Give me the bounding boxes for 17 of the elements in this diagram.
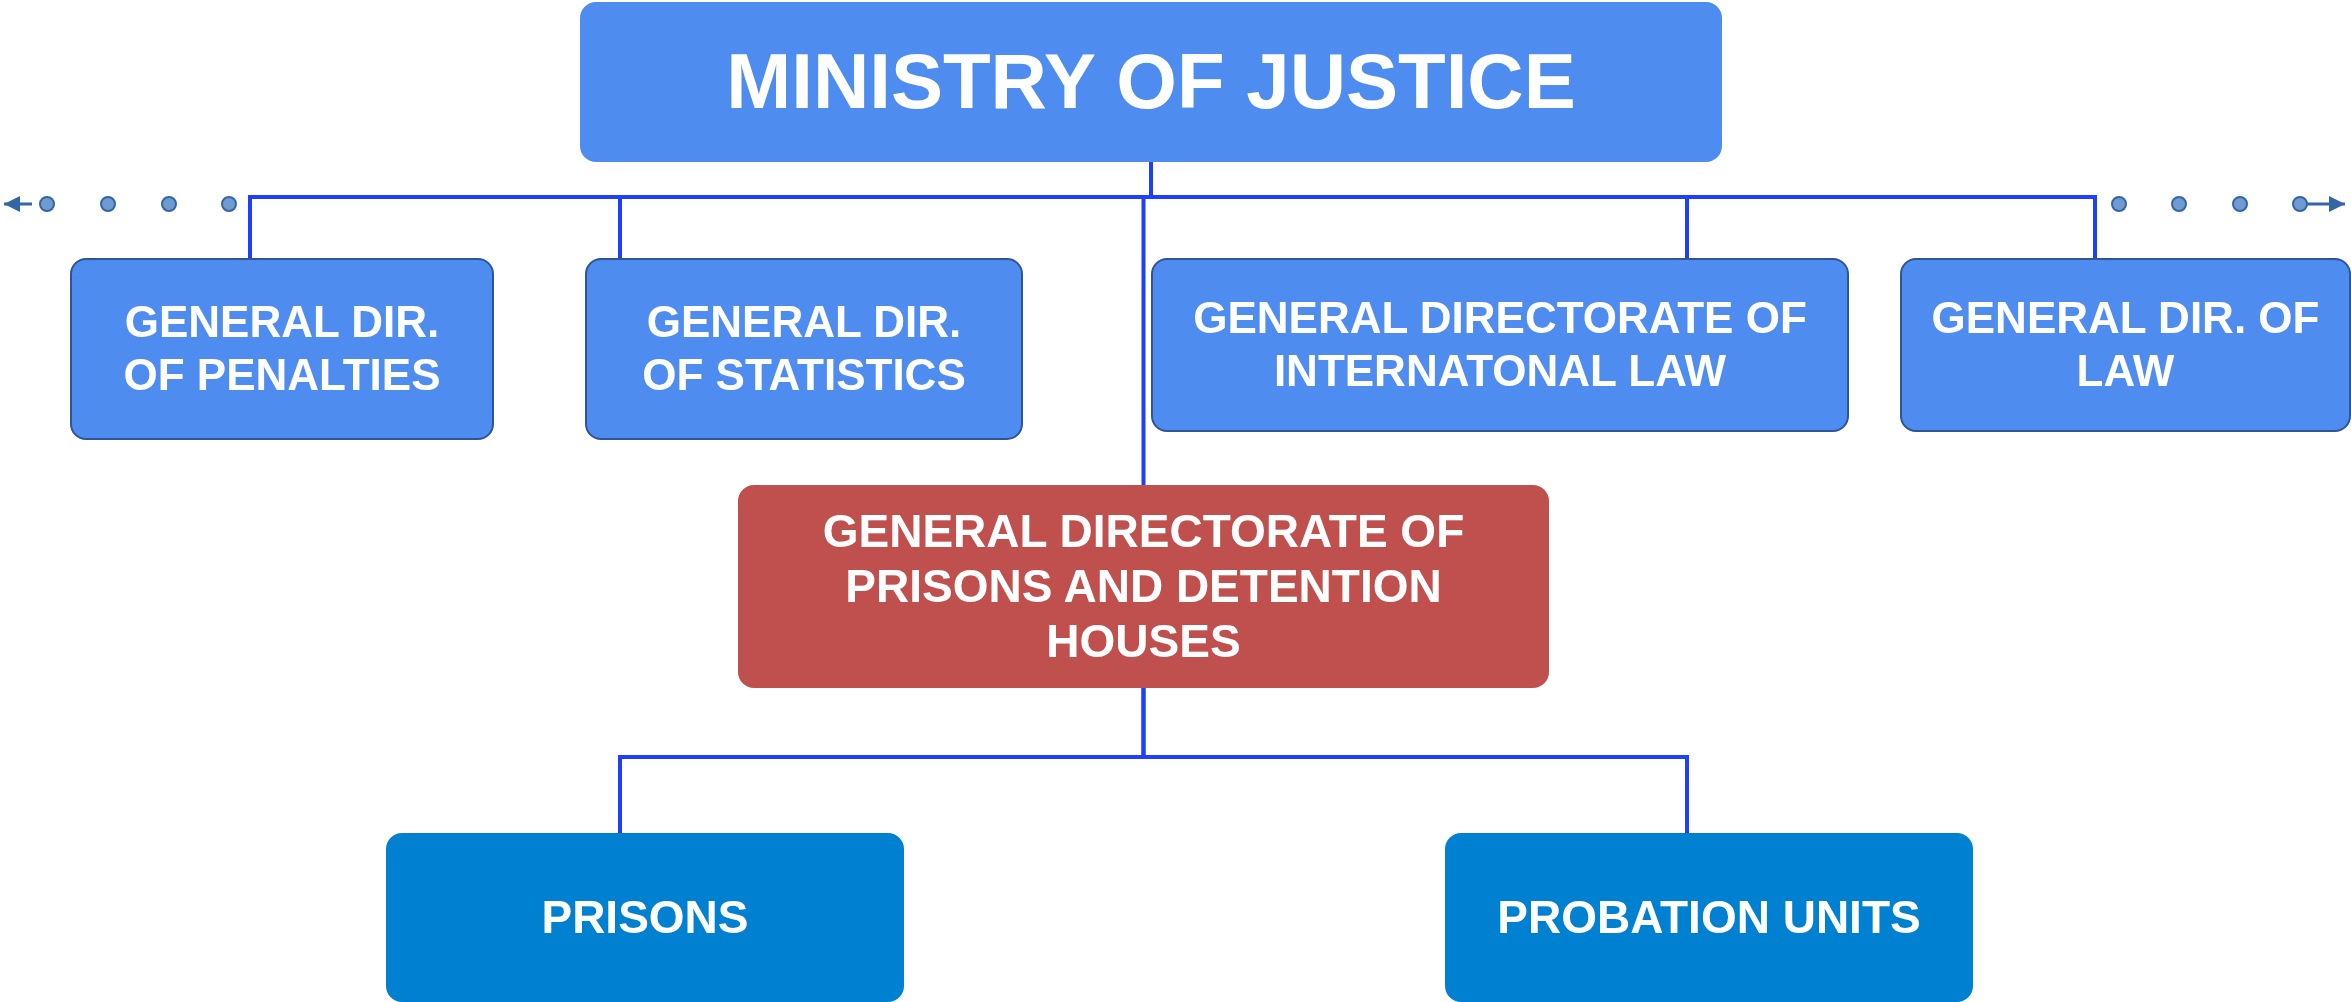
- box-label: MINISTRY OF JUSTICE: [726, 36, 1576, 128]
- box-label: PRISONS: [541, 889, 749, 945]
- directorate-box: [1900, 258, 2351, 432]
- unit-box: [1445, 833, 1973, 1002]
- directorate-box: [70, 258, 494, 440]
- box-label: GENERAL DIR. OF STATISTICS: [641, 296, 967, 401]
- title-box: [580, 2, 1722, 162]
- box-label: GENERAL DIR. OF PENALTIES: [122, 296, 442, 401]
- unit-box: [386, 833, 904, 1002]
- directorate-box: [1151, 258, 1849, 432]
- directorate-box: [738, 485, 1549, 688]
- box-label: GENERAL DIR. OF LAW: [1930, 292, 2321, 397]
- box-label: PROBATION UNITS: [1497, 889, 1921, 945]
- box-label: GENERAL DIRECTORATE OF INTERNATONAL LAW: [1192, 292, 1808, 397]
- directorate-box: [585, 258, 1023, 440]
- connector-line: [1141, 688, 1689, 833]
- box-label: GENERAL DIRECTORATE OF PRISONS AND DETENTION HOUSES: [821, 503, 1466, 670]
